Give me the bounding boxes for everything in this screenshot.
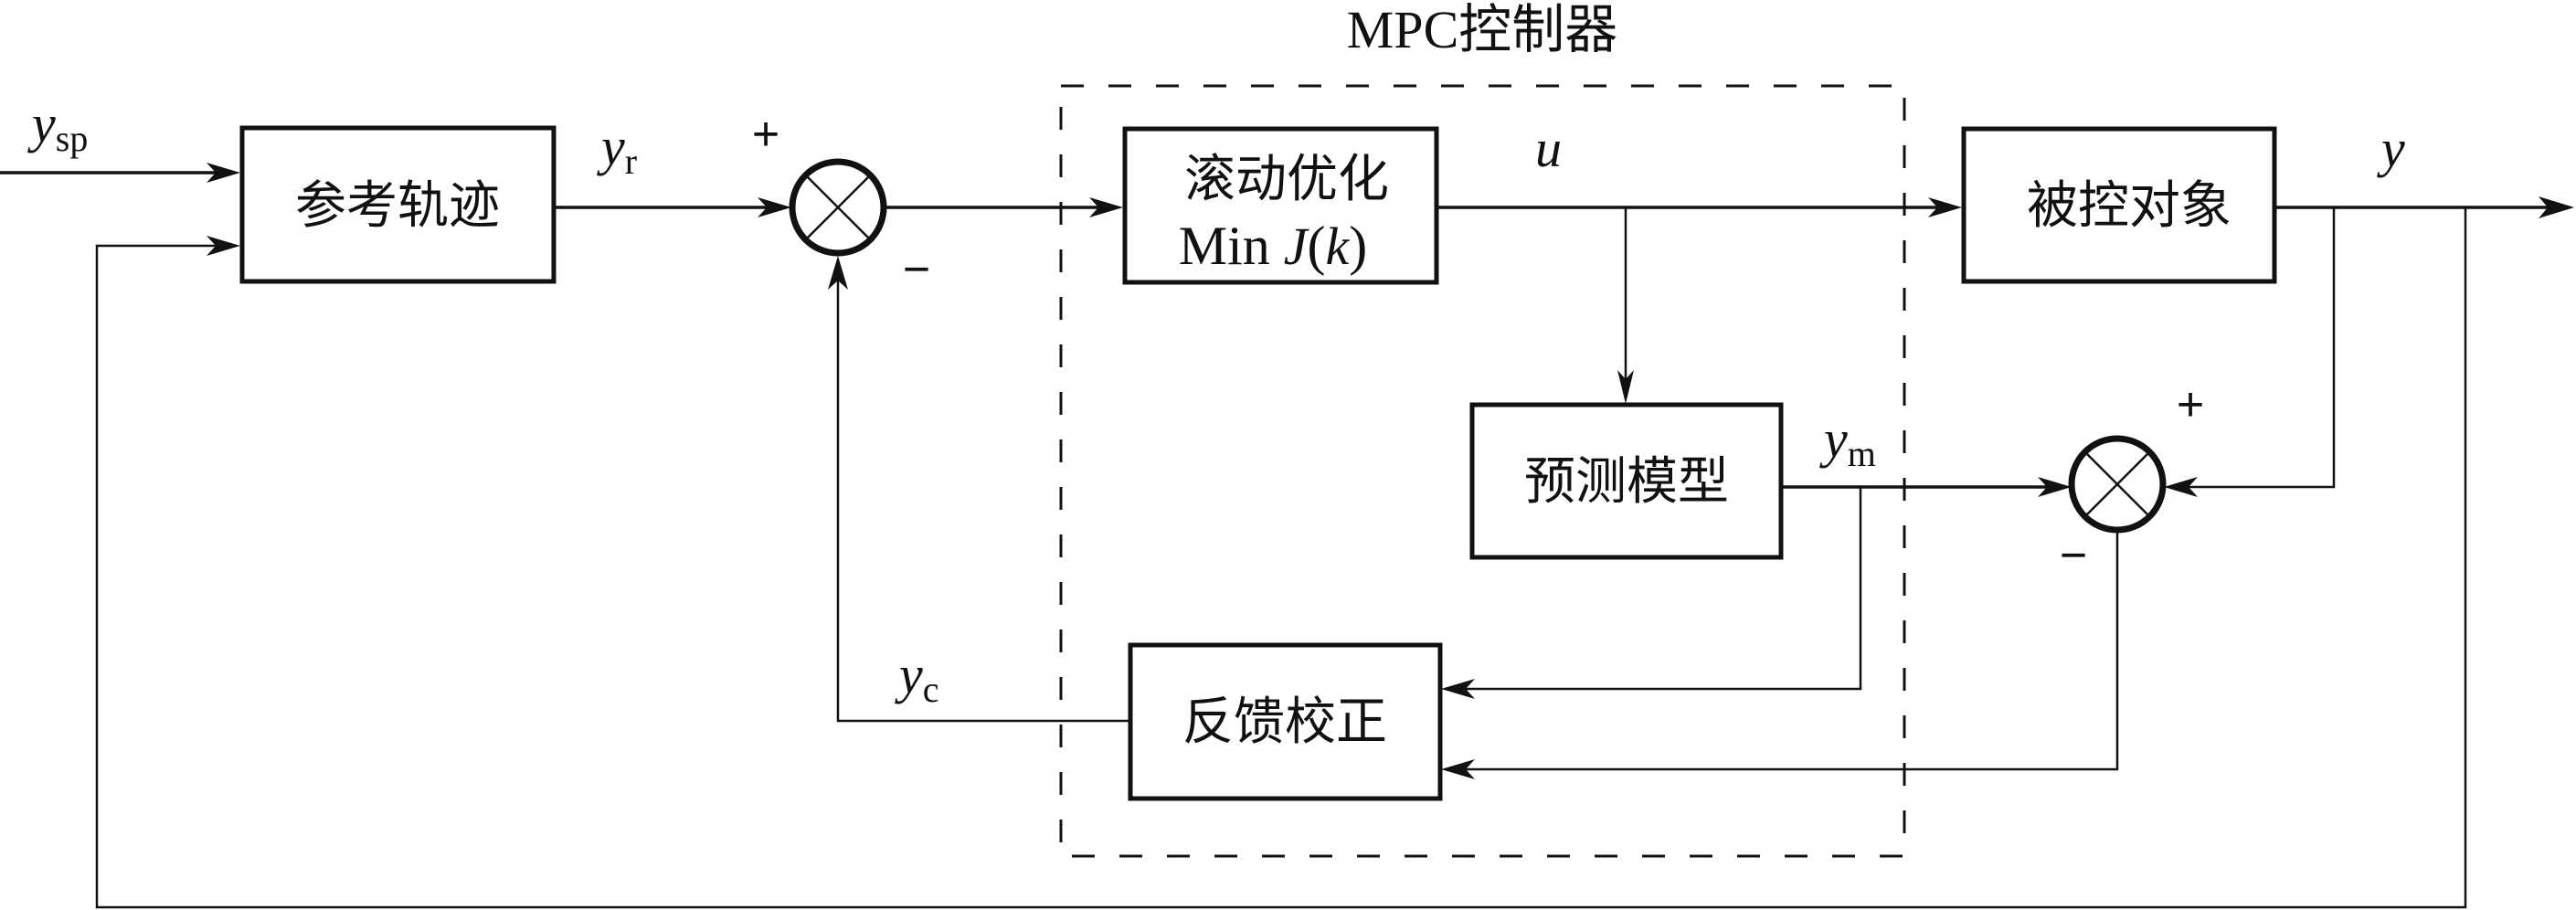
arrowhead	[2539, 196, 2574, 218]
model-output-signal-label: ym	[1819, 409, 1876, 474]
reference-trajectory-label: 参考轨迹	[295, 176, 500, 236]
arrowhead	[2038, 477, 2072, 497]
outer-feedback-line	[95, 207, 2467, 909]
signal-subscript: r	[625, 141, 637, 182]
signal-base: y	[597, 117, 625, 176]
rolling-optimization-block[interactable]: 滚动优化 Min J(k)	[1122, 126, 1439, 285]
plant-block[interactable]: 被控对象	[1961, 126, 2277, 284]
formula-paren-open: (	[1308, 216, 1326, 276]
arrowhead	[1928, 197, 1962, 217]
arrowhead	[758, 197, 791, 217]
arrowhead	[1441, 759, 1475, 779]
cross-icon	[805, 175, 871, 240]
formula-paren-close: )	[1349, 216, 1367, 276]
sum2-plus-sign: +	[2177, 378, 2204, 431]
arrowhead	[2164, 477, 2198, 497]
feedback-correction-label: 反馈校正	[1182, 693, 1387, 752]
summing-junction-2[interactable]	[2068, 435, 2167, 534]
output-branch-line	[2183, 207, 2336, 489]
signal-subscript: m	[1848, 433, 1876, 474]
control-signal-label: u	[1535, 119, 1562, 178]
sum1-plus-sign: +	[752, 108, 779, 161]
signal-subscript: c	[923, 669, 939, 710]
formula-k: k	[1326, 217, 1351, 276]
mpc-controller-title: MPC控制器	[1347, 0, 1618, 59]
signal-subscript: sp	[56, 118, 89, 159]
signal-base: y	[895, 645, 923, 704]
reference-trajectory-block[interactable]: 参考轨迹	[239, 125, 557, 284]
sum2-minus-sign: −	[2060, 529, 2087, 582]
setpoint-signal-label: ysp	[27, 94, 88, 159]
arrowhead	[207, 163, 240, 183]
sum1-minus-sign: −	[903, 243, 930, 296]
reference-signal-label: yr	[597, 117, 637, 182]
plant-label: 被控对象	[2027, 176, 2231, 236]
arrowhead	[1441, 679, 1475, 699]
rolling-optimization-label: 滚动优化	[1184, 150, 1389, 209]
output-signal-label: y	[2377, 119, 2405, 178]
arrowhead	[207, 236, 240, 256]
arrowhead	[1617, 370, 1634, 404]
summing-junction-1[interactable]	[789, 158, 887, 257]
cross-icon	[2084, 451, 2150, 517]
arrowhead	[1089, 197, 1123, 217]
prediction-model-label: 预测模型	[1524, 452, 1729, 512]
signal-base: y	[1819, 409, 1848, 469]
formula-min: Min	[1179, 216, 1284, 276]
model-output-branch-line	[1460, 487, 1862, 691]
feedback-correction-block[interactable]: 反馈校正	[1128, 642, 1443, 801]
corrected-output-line	[836, 274, 1129, 723]
rolling-optimization-formula: Min J(k)	[1179, 216, 1368, 276]
corrected-signal-label: yc	[895, 645, 939, 710]
formula-j: J	[1284, 217, 1310, 276]
arrowhead	[828, 256, 848, 290]
prediction-model-block[interactable]: 预测模型	[1469, 402, 1784, 560]
prediction-error-line	[1460, 532, 2119, 771]
signal-base: y	[27, 94, 56, 153]
